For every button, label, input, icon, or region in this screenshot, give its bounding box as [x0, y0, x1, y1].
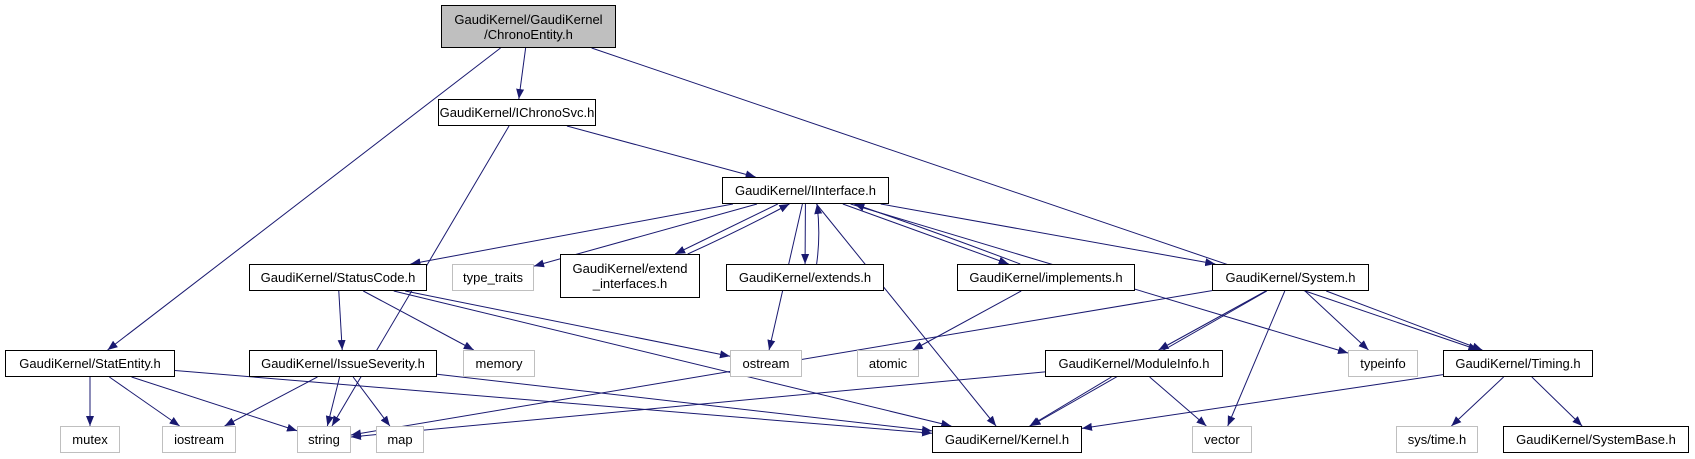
node-system[interactable]: GaudiKernel/System.h	[1212, 264, 1369, 291]
edge-chronoentity-to-statentity	[107, 47, 501, 351]
node-label: GaudiKernel/extend _interfaces.h	[572, 261, 688, 291]
edge-statentity-to-string	[131, 376, 298, 432]
node-label: sys/time.h	[1407, 432, 1467, 447]
node-iostream: iostream	[162, 426, 236, 453]
edge-implements-to-iinterface	[854, 203, 1021, 265]
edge-iinterface-to-extend_interfaces	[674, 203, 779, 255]
node-map: map	[376, 426, 424, 453]
node-label: vector	[1204, 432, 1240, 447]
edge-system-to-typeinfo	[1304, 290, 1369, 351]
edge-chronoentity-to-timing	[591, 47, 1479, 351]
node-label: iostream	[174, 432, 224, 447]
node-typeinfo: typeinfo	[1348, 350, 1418, 377]
edge-iinterface-to-kernel	[816, 203, 997, 427]
node-label: ostream	[742, 356, 790, 371]
edge-timing-to-kernel	[1081, 374, 1444, 431]
node-implements[interactable]: GaudiKernel/implements.h	[957, 264, 1135, 291]
edge-moduleinfo-to-kernel	[1029, 376, 1112, 427]
edge-issueseverity-to-kernel	[436, 373, 933, 434]
edge-system-to-timing	[1326, 290, 1483, 351]
edge-system-to-moduleinfo	[1158, 290, 1267, 351]
node-memory: memory	[463, 350, 535, 377]
edge-system-to-vector	[1227, 290, 1286, 427]
node-label: GaudiKernel/Kernel.h	[944, 432, 1070, 447]
edge-extend_interfaces-to-iinterface	[687, 203, 790, 255]
node-systembase[interactable]: GaudiKernel/SystemBase.h	[1503, 426, 1689, 453]
edge-statentity-to-iostream	[109, 376, 180, 427]
edge-statuscode-to-issueseverity	[337, 290, 346, 351]
node-string: string	[297, 426, 351, 453]
edge-iinterface-to-statuscode	[410, 203, 734, 267]
node-label: GaudiKernel/StatusCode.h	[260, 270, 416, 285]
node-extends[interactable]: GaudiKernel/extends.h	[726, 264, 884, 291]
node-moduleinfo[interactable]: GaudiKernel/ModuleInfo.h	[1045, 350, 1223, 377]
node-label: GaudiKernel/IssueSeverity.h	[261, 356, 425, 371]
node-label: GaudiKernel/IInterface.h	[735, 183, 876, 198]
node-label: GaudiKernel/System.h	[1225, 270, 1356, 285]
node-label: GaudiKernel/SystemBase.h	[1516, 432, 1676, 447]
node-label: map	[387, 432, 413, 447]
node-timing[interactable]: GaudiKernel/Timing.h	[1443, 350, 1593, 377]
node-label: GaudiKernel/implements.h	[969, 270, 1123, 285]
edge-iinterface-to-implements	[842, 203, 1009, 265]
edge-implements-to-atomic	[912, 290, 1022, 351]
edge-timing-to-systime	[1451, 376, 1504, 427]
node-statuscode[interactable]: GaudiKernel/StatusCode.h	[249, 264, 427, 291]
node-label: mutex	[72, 432, 108, 447]
edge-issueseverity-to-map	[352, 376, 391, 427]
node-type-traits: type_traits	[452, 264, 534, 291]
node-label: GaudiKernel/GaudiKernel /ChronoEntity.h	[454, 11, 603, 42]
node-systime: sys/time.h	[1396, 426, 1478, 453]
node-ostream: ostream	[730, 350, 802, 377]
node-issueseverity[interactable]: GaudiKernel/IssueSeverity.h	[249, 350, 437, 377]
edge-issueseverity-to-iostream	[224, 376, 318, 427]
node-statentity[interactable]: GaudiKernel/StatEntity.h	[5, 350, 175, 377]
node-label: GaudiKernel/StatEntity.h	[19, 356, 161, 371]
edges-layer	[86, 47, 1583, 441]
node-label: GaudiKernel/ModuleInfo.h	[1058, 356, 1210, 371]
node-chronoentity[interactable]: GaudiKernel/GaudiKernel /ChronoEntity.h	[441, 5, 616, 48]
node-mutex: mutex	[60, 426, 120, 453]
node-label: type_traits	[463, 270, 523, 285]
edge-moduleinfo-to-string	[350, 371, 1046, 441]
node-label: memory	[475, 356, 523, 371]
node-atomic: atomic	[857, 350, 919, 377]
node-label: atomic	[868, 356, 908, 371]
node-label: GaudiKernel/Timing.h	[1455, 356, 1581, 371]
edge-moduleinfo-to-vector	[1149, 376, 1207, 427]
edge-statuscode-to-memory	[363, 290, 474, 351]
node-extend-interfaces[interactable]: GaudiKernel/extend _interfaces.h	[560, 254, 700, 298]
edge-extends-to-iinterface	[814, 203, 823, 265]
edge-statuscode-to-ostream	[405, 290, 731, 359]
node-vector: vector	[1192, 426, 1252, 453]
node-label: typeinfo	[1360, 356, 1406, 371]
node-label: string	[308, 432, 340, 447]
edge-issueseverity-to-string	[325, 376, 341, 427]
edge-statentity-to-kernel	[174, 370, 933, 437]
node-ichronosvc[interactable]: GaudiKernel/IChronoSvc.h	[438, 99, 596, 126]
node-iinterface[interactable]: GaudiKernel/IInterface.h	[722, 177, 889, 204]
node-label: GaudiKernel/IChronoSvc.h	[439, 105, 595, 120]
edge-ichronosvc-to-iinterface	[566, 125, 756, 179]
edge-statuscode-to-kernel	[393, 290, 952, 428]
edge-iinterface-to-system	[880, 203, 1216, 267]
node-kernel[interactable]: GaudiKernel/Kernel.h	[932, 426, 1082, 453]
edge-chronoentity-to-ichronosvc	[516, 47, 527, 100]
edge-timing-to-systembase	[1531, 376, 1583, 427]
node-label: GaudiKernel/extends.h	[738, 270, 872, 285]
